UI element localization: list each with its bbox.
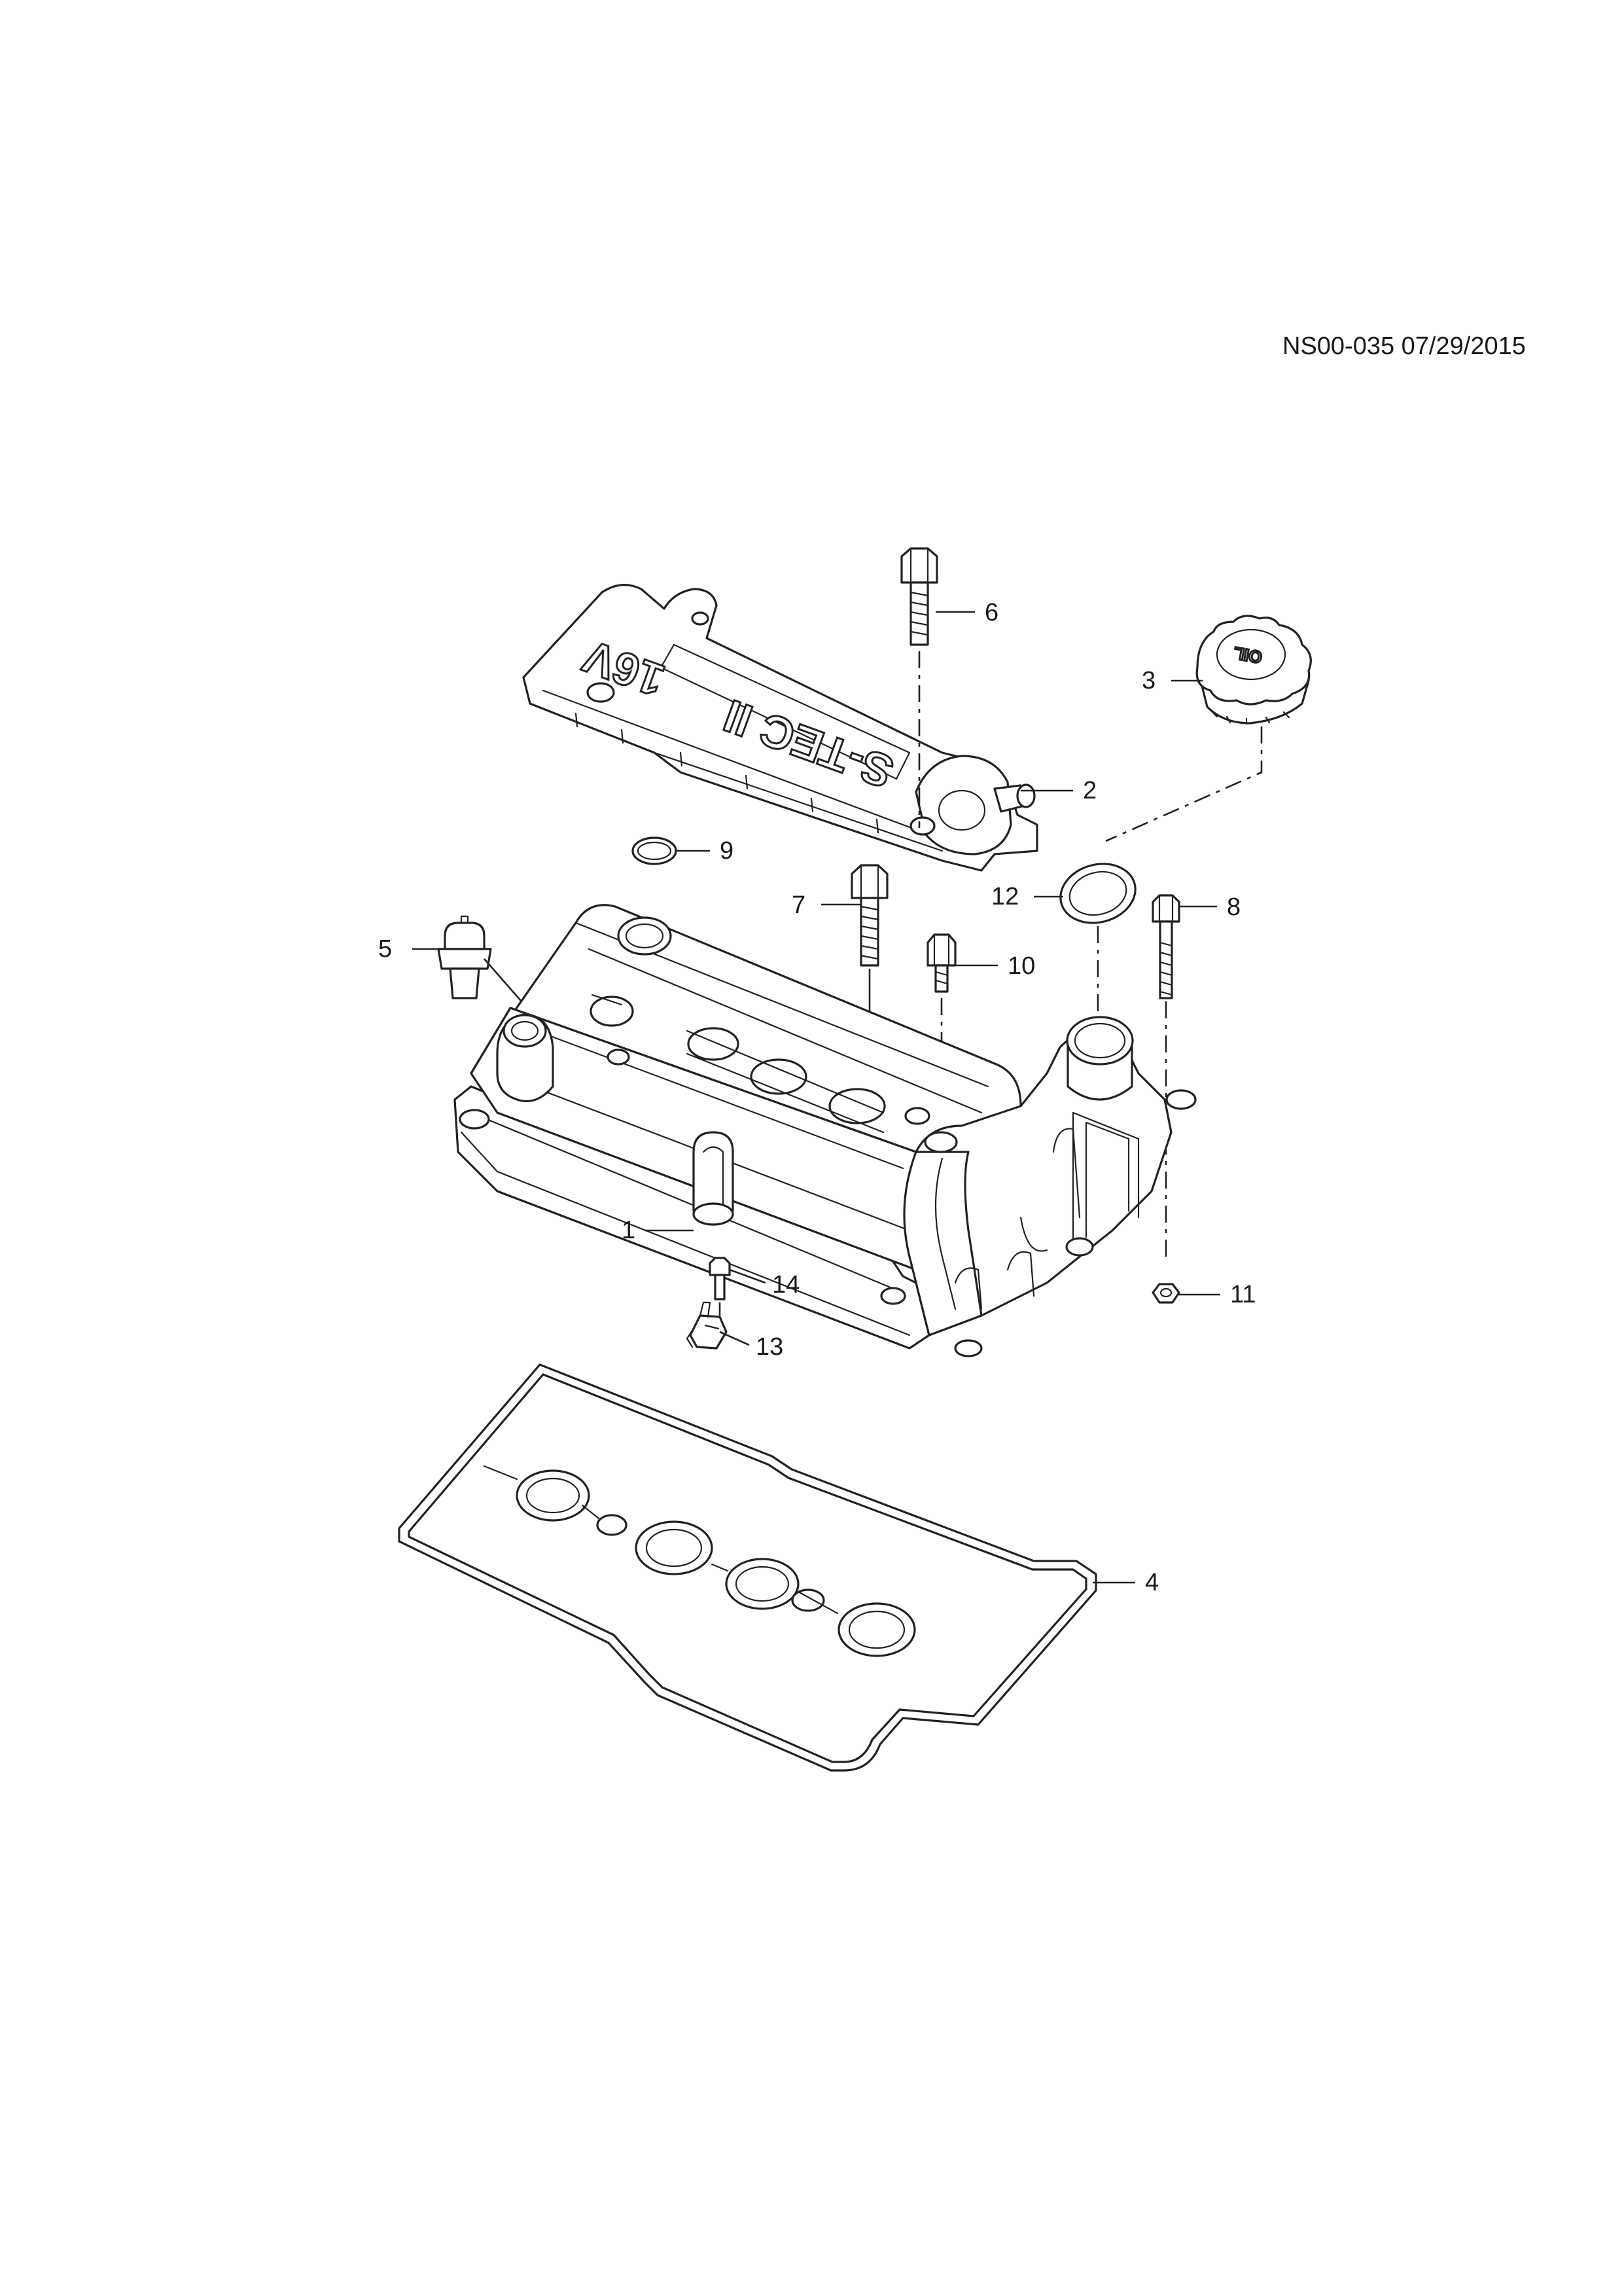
engine-cover-part-2: S-TEC II 16V xyxy=(522,583,1038,872)
callout-labels: 6 2 3 9 7 12 8 10 5 1 11 14 13 xyxy=(378,599,1256,1596)
clip-part-13 xyxy=(686,1301,728,1350)
bolt-part-8 xyxy=(1152,894,1180,1257)
callout-14: 14 xyxy=(772,1271,800,1299)
callout-5: 5 xyxy=(378,935,392,963)
callout-10: 10 xyxy=(1008,952,1035,980)
callout-13: 13 xyxy=(756,1333,783,1361)
callout-12: 12 xyxy=(991,883,1019,910)
o-ring-part-9 xyxy=(631,836,677,865)
bolt-part-6 xyxy=(900,547,938,828)
callout-8: 8 xyxy=(1227,893,1241,921)
bolt-part-10 xyxy=(927,933,957,1126)
valve-cover-part-1 xyxy=(453,904,1197,1357)
document-code: NS00-035 07/29/2015 xyxy=(1282,332,1526,360)
seal-part-12 xyxy=(1059,863,1137,1041)
callout-6: 6 xyxy=(985,599,998,626)
oil-cap-part-3: OIL xyxy=(1105,615,1312,842)
cap-oil-text: OIL xyxy=(1232,643,1263,668)
callout-7: 7 xyxy=(792,891,805,919)
gasket-part-4 xyxy=(398,1363,1097,1772)
callout-2: 2 xyxy=(1083,777,1097,804)
callout-11: 11 xyxy=(1230,1281,1256,1308)
callout-4: 4 xyxy=(1145,1569,1159,1596)
callout-9: 9 xyxy=(720,837,733,865)
nut-part-11 xyxy=(1152,1283,1180,1304)
screw-part-14 xyxy=(709,1257,731,1316)
callout-3: 3 xyxy=(1142,667,1156,694)
bolt-part-7 xyxy=(851,864,889,1113)
callout-1: 1 xyxy=(622,1217,635,1244)
